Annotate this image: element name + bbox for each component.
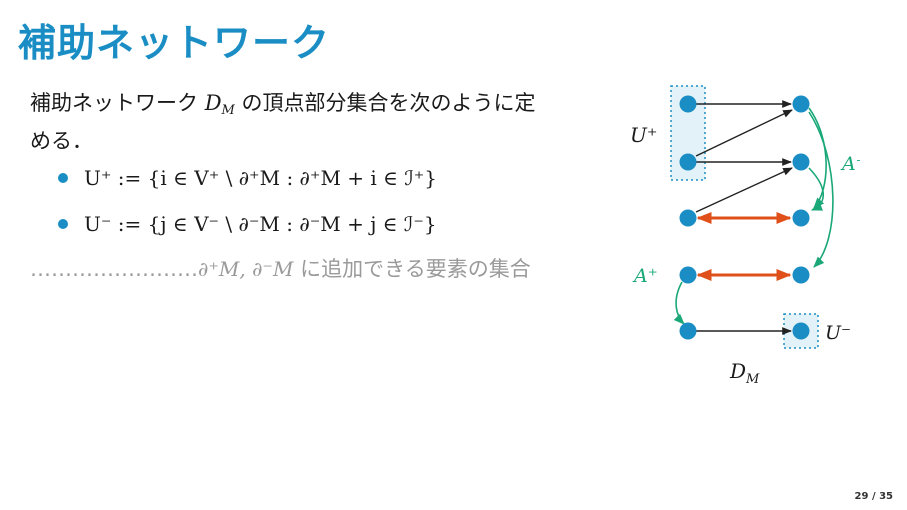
a-minus-edge [808, 111, 834, 268]
definition-u-minus: U⁻ := {j ∈ V⁻ \ ∂⁻M : ∂⁻M + j ∈ ℐ⁻} [58, 206, 437, 252]
a-minus-edge [808, 107, 827, 209]
note-dots: …………………… [30, 257, 198, 281]
node [679, 209, 697, 227]
intro-prefix: 補助ネットワーク [30, 91, 205, 115]
intro-paragraph: 補助ネットワーク DM の頂点部分集合を次のように定 める． [30, 88, 600, 157]
note-line: ……………………∂⁺M, ∂⁻M に追加できる要素の集合 [30, 253, 531, 283]
node [792, 153, 810, 171]
u-plus-formula: U⁺ := {i ∈ V⁺ \ ∂⁺M : ∂⁺M + i ∈ ℐ⁺} [84, 166, 437, 190]
dm-label: DM [729, 359, 760, 387]
slide-title: 補助ネットワーク [18, 21, 331, 65]
note-text: に追加できる要素の集合 [293, 257, 531, 281]
intro-suffix: の頂点部分集合を次のように定 [234, 91, 536, 115]
auxiliary-network-diagram: U⁺ A⁻ A⁺ U⁻ DM [630, 85, 860, 387]
bullet-dot-icon [58, 173, 68, 183]
node [679, 95, 697, 113]
node [792, 95, 810, 113]
a-minus-edge [808, 167, 825, 211]
page-number: 29 / 35 [854, 491, 893, 502]
node [679, 266, 697, 284]
edge [695, 167, 793, 213]
a-minus-label: A⁻ [840, 153, 860, 175]
note-formula: ∂⁺M, ∂⁻M [198, 257, 294, 281]
node [679, 322, 697, 340]
a-plus-label: A⁺ [632, 265, 658, 287]
u-plus-label: U⁺ [630, 123, 657, 147]
u-minus-formula: U⁻ := {j ∈ V⁻ \ ∂⁻M : ∂⁻M + j ∈ ℐ⁻} [84, 212, 437, 236]
intro-line2: める． [30, 129, 93, 153]
node [792, 209, 810, 227]
node [792, 322, 810, 340]
definition-u-plus: U⁺ := {i ∈ V⁺ \ ∂⁺M : ∂⁺M + i ∈ ℐ⁺} [58, 160, 437, 206]
node [792, 266, 810, 284]
a-plus-edge [673, 281, 685, 325]
intro-math: DM [204, 91, 235, 118]
bullet-dot-icon [58, 219, 68, 229]
node [679, 153, 697, 171]
edge [695, 109, 793, 157]
definition-list: U⁺ := {i ∈ V⁺ \ ∂⁺M : ∂⁺M + i ∈ ℐ⁺} U⁻ :… [58, 160, 437, 252]
u-minus-label: U⁻ [825, 322, 851, 344]
